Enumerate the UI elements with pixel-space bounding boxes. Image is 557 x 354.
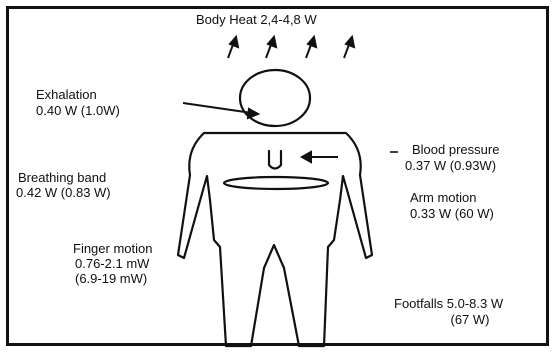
breathing-band-label: Breathing band (18, 171, 106, 185)
breathing-band-outline (224, 177, 328, 189)
blood-pressure-label: Blood pressure (412, 143, 499, 157)
body-heat-label: Body Heat 2,4-4,8 W (196, 13, 317, 27)
heat-arrow-icon (266, 37, 276, 58)
exhalation-label: Exhalation (36, 88, 97, 102)
heat-arrows (228, 37, 354, 58)
blood-pressure-value: 0.37 W (0.93W) (405, 159, 496, 173)
finger-motion-value-alt: (6.9-19 mW) (75, 272, 147, 286)
blood-pressure-arrow-icon (302, 152, 338, 162)
footfalls-label: Footfalls 5.0-8.3 W (394, 297, 503, 311)
arm-motion-label: Arm motion (410, 191, 476, 205)
heat-arrow-icon (306, 37, 316, 58)
breathing-band-value: 0.42 W (0.83 W) (16, 186, 111, 200)
finger-motion-label: Finger motion (73, 242, 152, 256)
heat-arrow-icon (344, 37, 354, 58)
heat-arrow-icon (228, 37, 238, 58)
blood-pressure-sensor (269, 151, 281, 169)
arm-motion-value: 0.33 W (60 W) (410, 207, 494, 221)
finger-motion-value: 0.76-2.1 mW (75, 257, 149, 271)
footfalls-value: (67 W) (394, 313, 546, 327)
body-outline (178, 133, 372, 346)
exhalation-value: 0.40 W (1.0W) (36, 104, 120, 118)
